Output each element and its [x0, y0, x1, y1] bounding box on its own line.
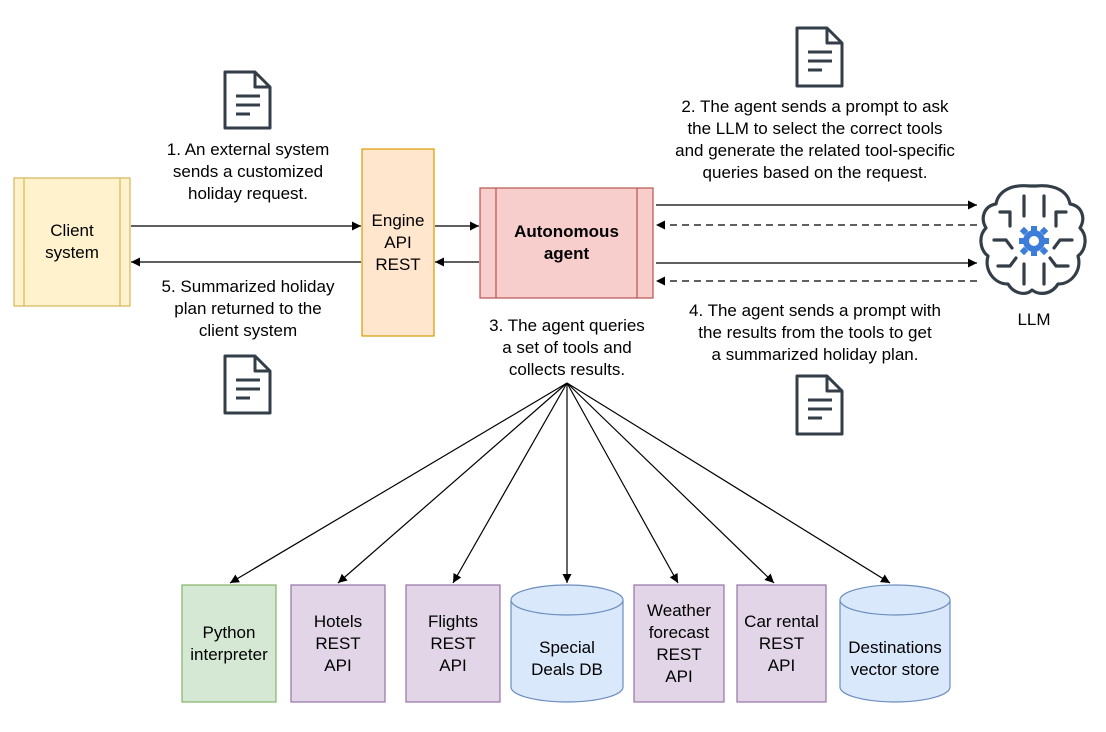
weather-api-box: [633, 584, 725, 703]
step3-text: 3. The agent queries a set of tools and …: [489, 316, 645, 379]
gear-icon: [1019, 226, 1049, 256]
hotels-api-box: [290, 584, 386, 703]
autonomous-agent-box: [479, 187, 654, 299]
step1-text: 1. An external system sends a customized…: [166, 140, 330, 203]
engine-api-box: [361, 148, 435, 337]
hotels-api-label: Hotels REST API: [313, 611, 363, 675]
arrow-to-weather: [566, 382, 679, 584]
destinations-vector-store-label: Destinations vector store: [848, 637, 942, 679]
step5-text: 5. Summarized holiday plan returned to t…: [161, 277, 335, 340]
client-system-box: [13, 177, 131, 307]
arrow-to-car-rental: [566, 382, 775, 584]
weather-api-label: Weather forecast REST API: [647, 600, 711, 686]
car-rental-api-label: Car rental REST API: [744, 611, 819, 675]
python-interpreter-box: [181, 584, 277, 703]
car-rental-api-box: [736, 584, 827, 703]
engine-api-label: Engine API REST: [371, 210, 425, 274]
python-interpreter-label: Python interpreter: [190, 622, 268, 664]
arrow-to-destinations: [566, 382, 891, 584]
document-icon-step1: [223, 70, 272, 130]
flights-api-label: Flights REST API: [427, 611, 479, 675]
special-deals-db-label: Special Deals DB: [531, 637, 603, 679]
document-icon-step5: [223, 354, 272, 415]
arrow-to-python: [229, 382, 568, 584]
document-icon-step4: [795, 374, 844, 436]
llm-brain-icon: [979, 184, 1087, 295]
document-icon-step2: [795, 26, 844, 88]
arrow-to-flights: [452, 382, 568, 584]
step2-text: 2. The agent sends a prompt to ask the L…: [675, 97, 955, 182]
special-deals-db-cylinder: [510, 584, 624, 703]
client-system-label: Client system: [45, 221, 99, 262]
autonomous-agent-label: Autonomous agent: [514, 222, 619, 263]
flights-api-box: [405, 584, 501, 703]
llm-label: LLM: [1017, 310, 1051, 329]
destinations-vector-store-cylinder: [839, 584, 951, 703]
step4-text: 4. The agent sends a prompt with the res…: [688, 301, 941, 364]
arrow-to-hotels: [337, 382, 568, 584]
